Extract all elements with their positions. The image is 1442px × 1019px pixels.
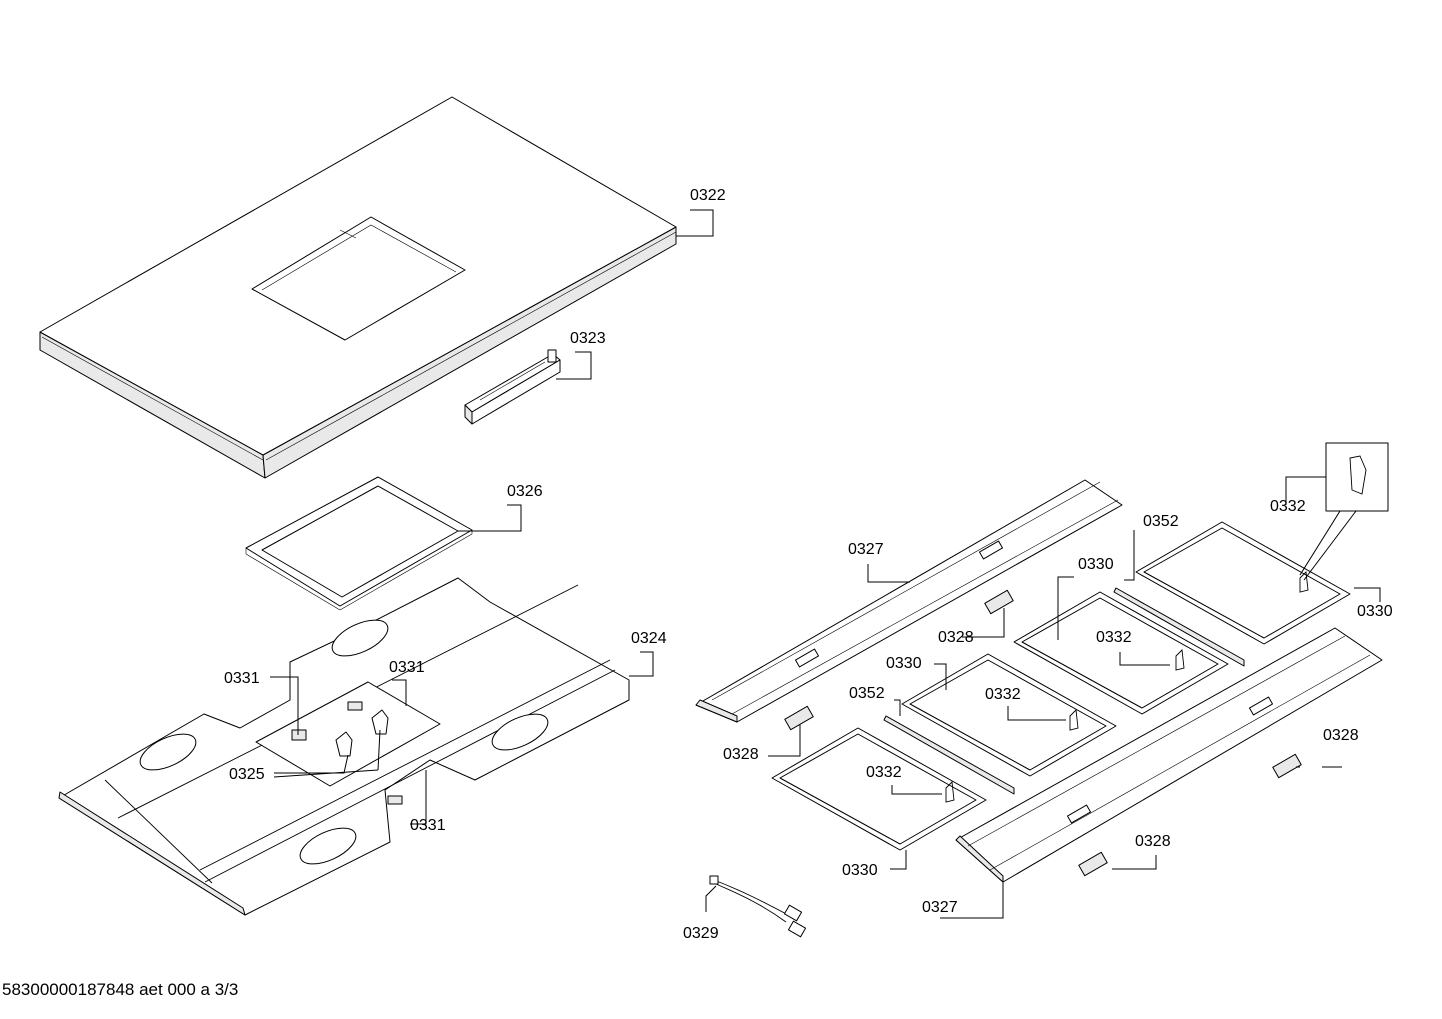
part-0327-upper-rail	[695, 479, 1123, 723]
callout-0322: 0322	[690, 187, 726, 204]
callout-0328-b: 0328	[723, 746, 759, 763]
callout-0327-lower: 0327	[922, 899, 958, 916]
callout-0329: 0329	[683, 925, 719, 942]
callout-0331-center: 0331	[389, 659, 425, 676]
callout-0328-d: 0328	[1135, 833, 1171, 850]
callout-0330-d: 0330	[842, 862, 878, 879]
leader-lines	[270, 209, 1381, 919]
callout-0330-a: 0330	[1078, 556, 1114, 573]
callout-labels: 0322 0323 0326 0324 0331 0331 0331 0325 …	[224, 187, 1393, 942]
callout-0327-upper: 0327	[848, 541, 884, 558]
callout-0323: 0323	[570, 330, 606, 347]
callout-0325: 0325	[229, 766, 265, 783]
part-0327-lower-rail	[955, 627, 1383, 883]
callout-0324: 0324	[631, 630, 667, 647]
part-0329-wire-harness	[709, 875, 807, 938]
callout-0330-c: 0330	[886, 655, 922, 672]
callout-0352-b: 0352	[849, 685, 885, 702]
callout-0326: 0326	[507, 483, 543, 500]
callout-0328-c: 0328	[1323, 727, 1359, 744]
part-0324-base-tray	[58, 577, 630, 916]
callout-0331-bottom: 0331	[410, 817, 446, 834]
callout-0332-d: 0332	[866, 764, 902, 781]
callout-0330-b: 0330	[1357, 603, 1393, 620]
part-0322-cover-plate	[39, 96, 677, 479]
part-0332-hooks	[945, 442, 1389, 803]
callout-0332-b: 0332	[1096, 629, 1132, 646]
part-0328-clips	[784, 589, 1302, 877]
callout-0352-a: 0352	[1143, 513, 1179, 530]
callout-0328-a: 0328	[938, 629, 974, 646]
part-0323-bracket	[464, 349, 561, 425]
callout-0332-detail: 0332	[1270, 498, 1306, 515]
callout-0331-left: 0331	[224, 670, 260, 687]
callout-0332-c: 0332	[985, 686, 1021, 703]
document-id: 58300000187848 aet 000 a 3/3	[2, 980, 239, 999]
